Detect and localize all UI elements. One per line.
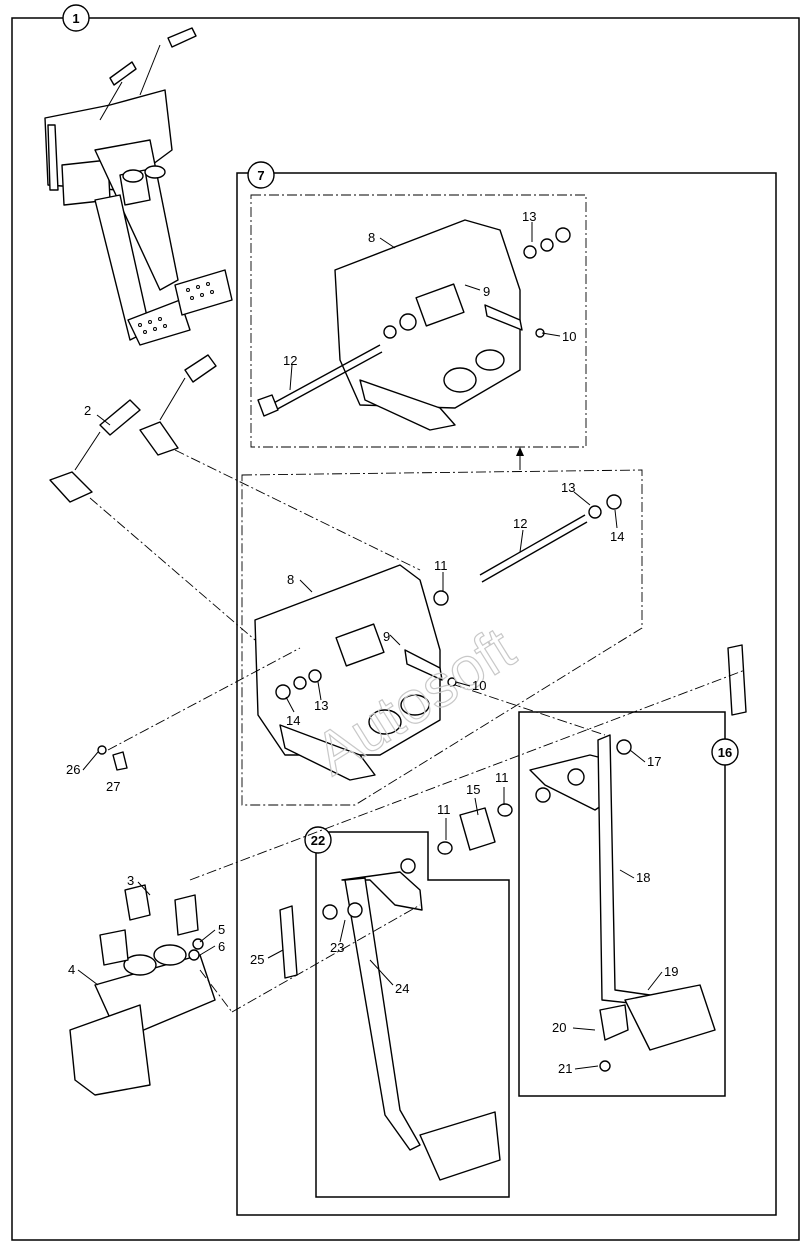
label-18: 18	[636, 870, 650, 885]
bolt-part-27	[112, 751, 128, 771]
label-13a: 13	[522, 209, 536, 224]
label-11d: 11	[495, 770, 509, 785]
label-11c: 11	[437, 802, 451, 817]
callout-22: 22	[311, 833, 325, 848]
middle-bracket-part-8	[254, 494, 622, 781]
label-17: 17	[647, 754, 661, 769]
label-10a: 10	[562, 329, 576, 344]
leaders	[77, 222, 663, 1070]
label-3: 3	[127, 873, 134, 888]
upper-bracket-part-8	[257, 219, 571, 431]
label-10b: 10	[472, 678, 486, 693]
callout-1-circle	[62, 4, 90, 32]
label-2: 2	[84, 403, 91, 418]
label-4: 4	[68, 962, 75, 977]
label-13b: 13	[561, 480, 575, 495]
callout-16: 16	[718, 745, 732, 760]
master-cylinder-assembly	[69, 884, 216, 1096]
complete-pedal-assembly	[44, 27, 233, 346]
middle-detail-box	[241, 469, 643, 806]
arrow-head	[516, 447, 524, 456]
label-14c: 14	[286, 713, 300, 728]
assembly-16-frame	[518, 711, 726, 1097]
label-26: 26	[66, 762, 80, 777]
callout-7-circle	[247, 161, 275, 189]
callout-22-circle	[304, 826, 332, 854]
label-9a: 9	[483, 284, 490, 299]
switch-part-2	[49, 354, 217, 503]
label-12b: 12	[513, 516, 527, 531]
label-25: 25	[250, 952, 264, 967]
label-23: 23	[330, 940, 344, 955]
label-11b: 11	[434, 558, 448, 573]
label-12a: 12	[283, 353, 297, 368]
assembly-1-frame	[11, 17, 800, 1241]
label-15: 15	[466, 782, 480, 797]
label-9b: 9	[383, 629, 390, 644]
upper-detail-box	[250, 194, 587, 448]
callout-1: 1	[72, 11, 79, 26]
label-24: 24	[395, 981, 409, 996]
label-14b: 14	[610, 529, 624, 544]
label-8b: 8	[287, 572, 294, 587]
pedal-assembly-16	[529, 644, 747, 1072]
callout-16-circle	[711, 738, 739, 766]
alignment-lines	[89, 449, 746, 1013]
label-20: 20	[552, 1020, 566, 1035]
washer-part-26	[97, 745, 107, 755]
pedal-assembly-22	[279, 803, 513, 1181]
label-13c: 13	[314, 698, 328, 713]
label-27: 27	[106, 779, 120, 794]
callout-7: 7	[257, 168, 264, 183]
label-19: 19	[664, 964, 678, 979]
assembly-22-frame	[315, 831, 510, 1198]
label-5: 5	[218, 922, 225, 937]
label-21: 21	[558, 1061, 572, 1076]
label-6: 6	[218, 939, 225, 954]
label-8a: 8	[368, 230, 375, 245]
assembly-7-frame	[236, 172, 777, 1216]
